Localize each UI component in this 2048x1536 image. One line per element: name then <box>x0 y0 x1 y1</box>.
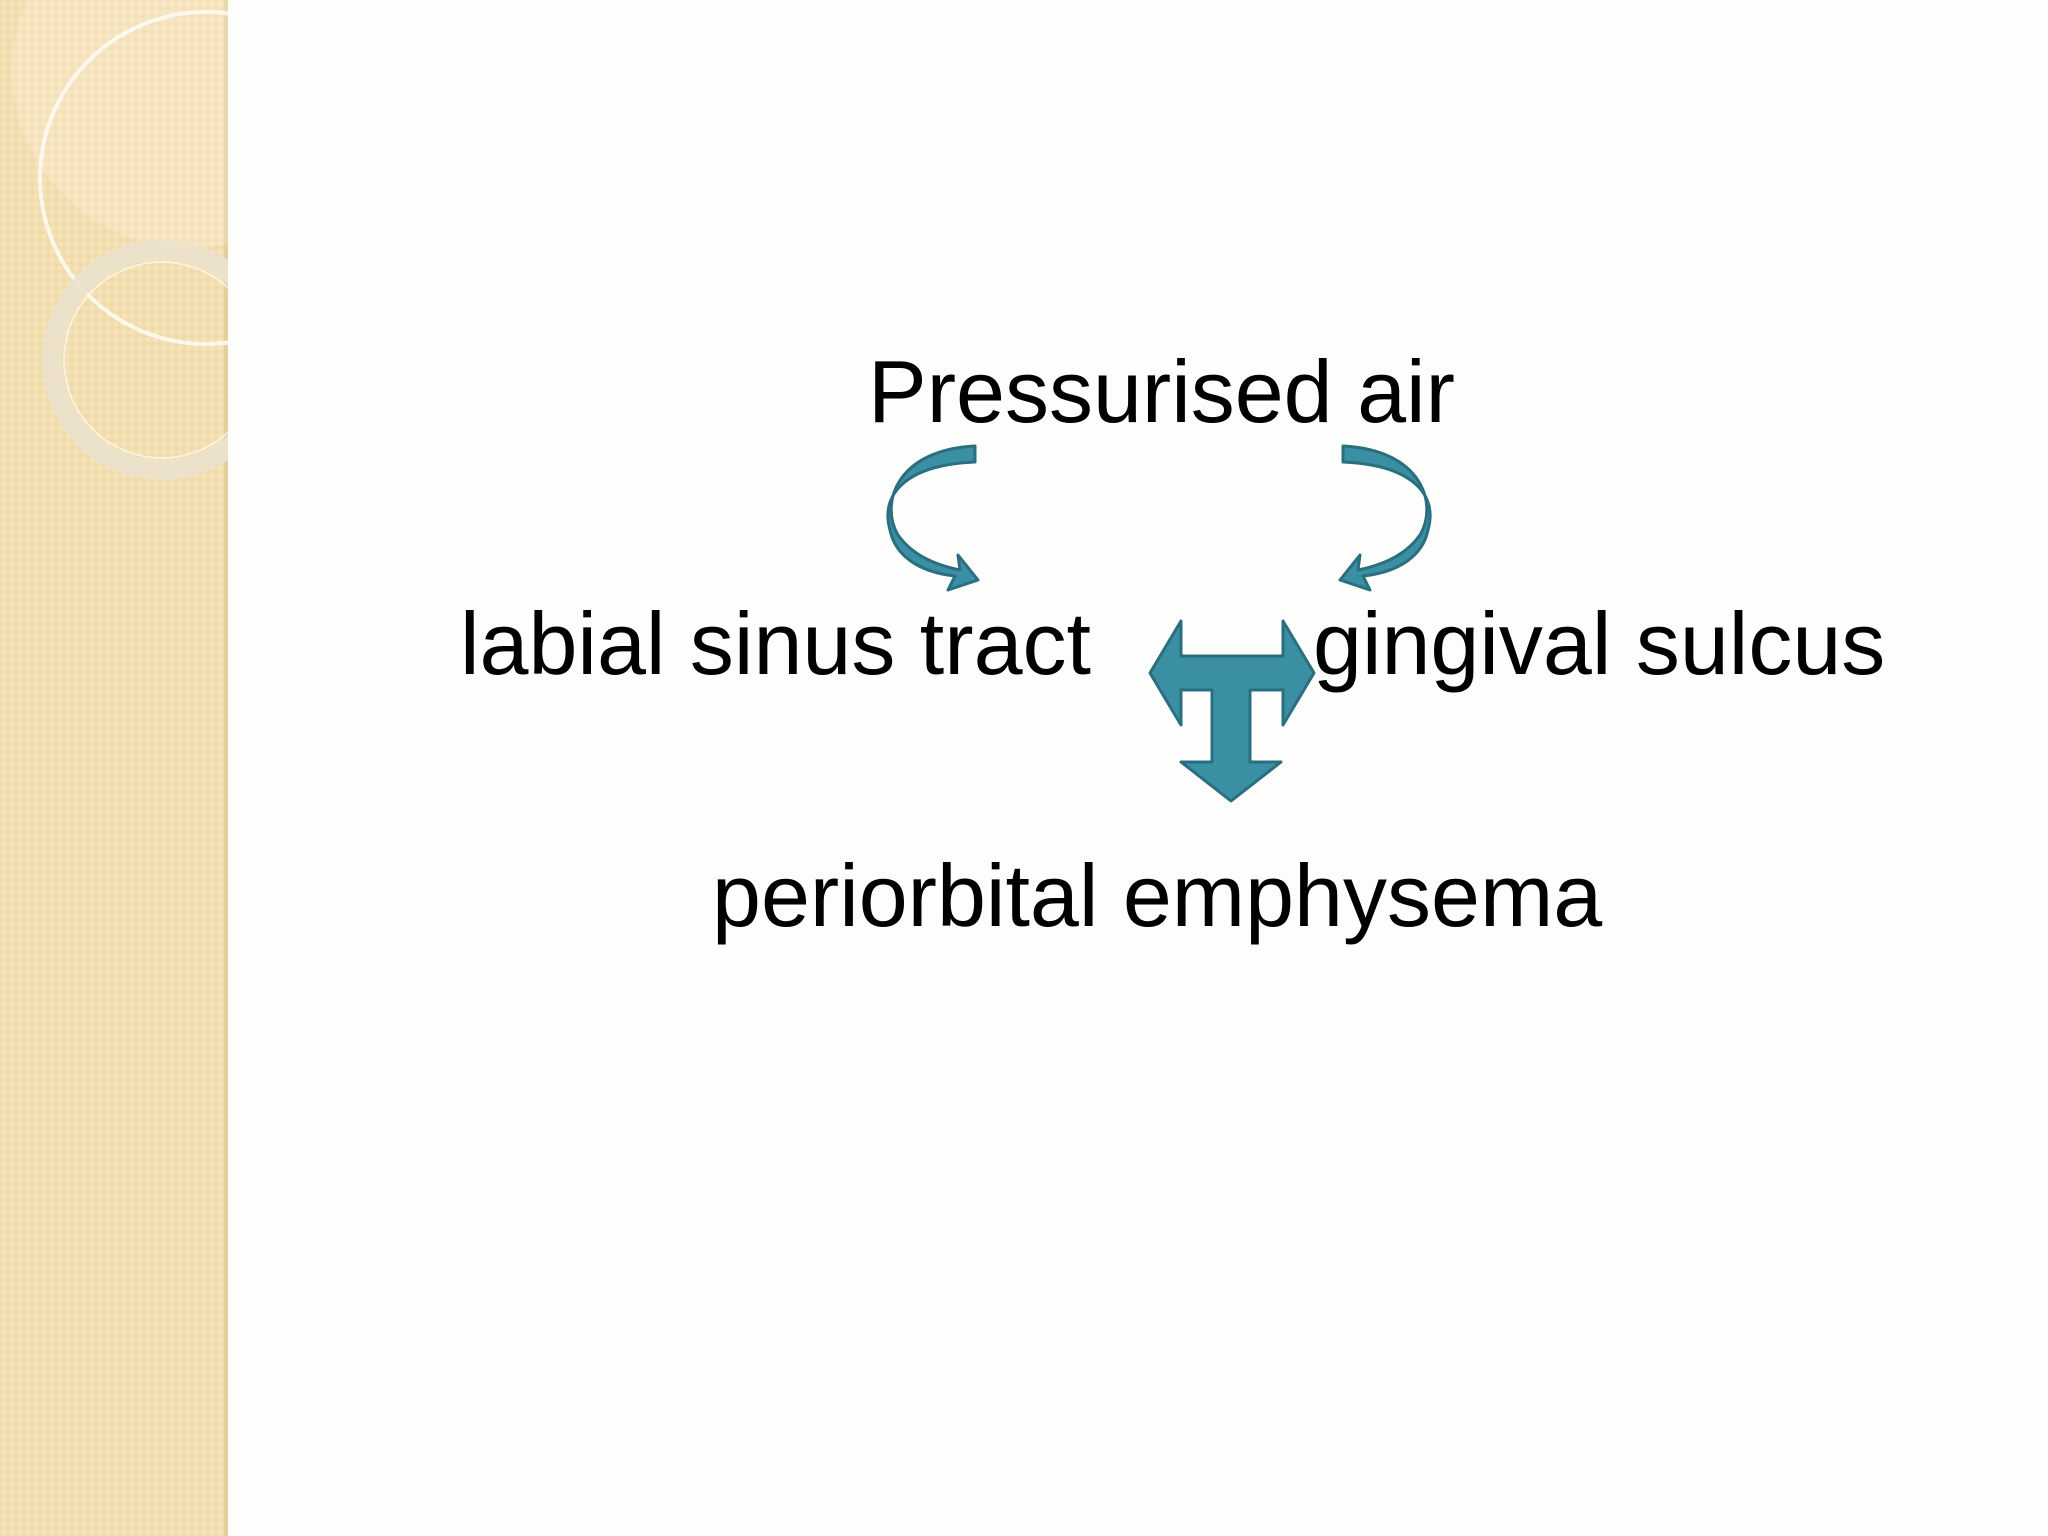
small-ring <box>42 240 228 480</box>
bottom-label: periorbital emphysema <box>712 846 1603 945</box>
t-arrow-polygon <box>1148 619 1316 803</box>
curved-arrow-left <box>886 444 980 592</box>
decorative-rings <box>12 0 228 480</box>
top-label: Pressurised air <box>868 342 1455 441</box>
small-ring-inner-edge <box>63 261 228 459</box>
large-ring <box>38 10 228 346</box>
left-label: labial sinus tract <box>460 594 1091 693</box>
right-label: gingival sulcus <box>1313 594 1886 693</box>
side-panel-edge <box>224 0 228 1536</box>
curved-arrow-right <box>1338 444 1432 592</box>
large-light-disc <box>12 0 228 248</box>
